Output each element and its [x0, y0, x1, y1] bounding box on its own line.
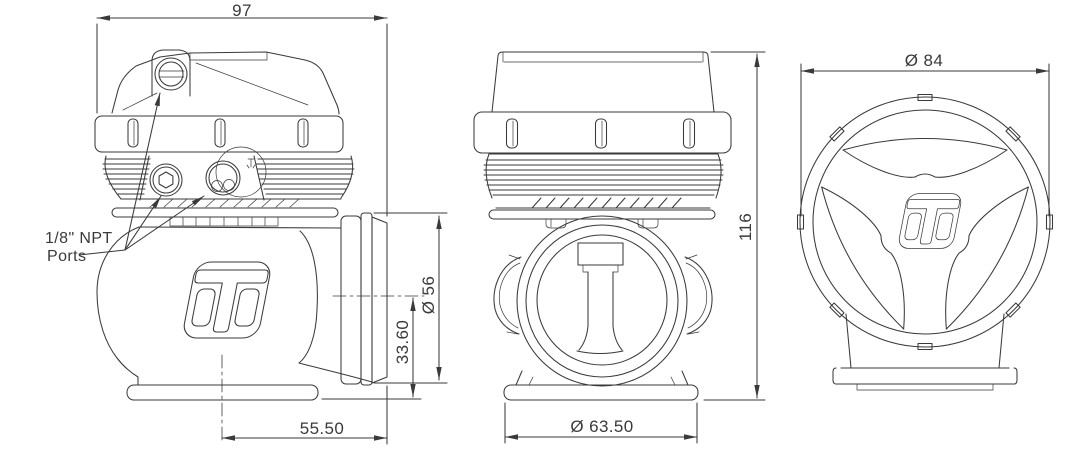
ports-label-line2: Ports [47, 248, 87, 265]
cap-scallop [842, 138, 1008, 178]
locking-collar-side [94, 115, 344, 153]
base-flange-top [832, 313, 1018, 391]
dimension-55-50 [221, 435, 388, 441]
dim-label-overall-height: 116 [736, 212, 755, 242]
npt-port-round [205, 146, 267, 198]
front-view [473, 51, 732, 401]
actuator-cap-front [491, 51, 715, 113]
cast-mark-icon [246, 158, 256, 169]
ports-label-line1: 1/8" NPT [45, 230, 113, 247]
valve-body-front [493, 215, 713, 387]
top-view [796, 93, 1054, 391]
heat-sink-fins-front [483, 153, 724, 209]
vband-tabs [796, 93, 1054, 351]
side-boss-left [493, 254, 522, 335]
valve-body-side [96, 226, 373, 386]
dimension-33-60 [321, 297, 422, 400]
side-view [94, 49, 425, 445]
dimension-97 [96, 15, 388, 445]
vband-ring [799, 96, 1051, 348]
ports-leader-lines [78, 92, 205, 256]
dim-label-overall-width: 97 [232, 1, 252, 20]
turbosmart-logo-side [181, 261, 273, 339]
dim-label-cap-diameter: Ø 84 [904, 51, 944, 70]
npt-port-hex [149, 163, 183, 197]
detail-circle [215, 146, 267, 198]
outlet-flange-side [340, 212, 388, 386]
locking-collar-front [473, 111, 732, 154]
dimension-dia-56 [373, 212, 448, 384]
dimension-dia-63-50 [504, 402, 698, 444]
cap-rim [812, 109, 1038, 335]
base-flange-side [126, 384, 319, 401]
heat-sink-fins-side [102, 155, 355, 201]
vband-plate-front [488, 209, 716, 229]
valve-stem [576, 242, 624, 355]
dimension-116 [703, 51, 766, 401]
vband-plate-side [111, 198, 339, 227]
dimension-dia-84 [800, 63, 1050, 217]
actuator-cap-side [111, 49, 340, 115]
base-flange-front [503, 384, 699, 401]
valve-bore [536, 234, 668, 366]
dim-label-outlet-diameter: Ø 56 [419, 275, 438, 315]
turbosmart-logo-top [896, 193, 964, 249]
dim-label-inlet-diameter: Ø 63.50 [570, 417, 634, 436]
dim-label-outlet-offset: 55.50 [299, 419, 345, 438]
dim-label-outlet-center-height: 33.60 [393, 319, 412, 365]
side-boss-right [684, 254, 713, 335]
